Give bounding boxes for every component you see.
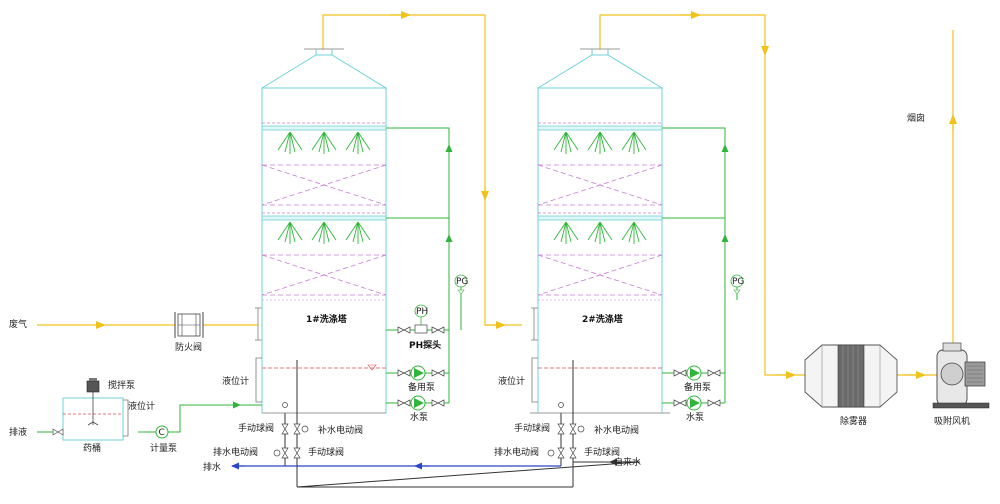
- valves-tower-2: [547, 402, 585, 459]
- label-drain-motor-valve-1: 排水电动阀: [213, 446, 258, 458]
- label-drain-water: 排水: [203, 461, 221, 473]
- label-water-pump-1: 水泵: [410, 411, 428, 423]
- circulation-lines-2: [662, 127, 738, 404]
- label-fan: 吸附风机: [934, 415, 970, 427]
- mixer-motor: [86, 378, 100, 393]
- label-level-gauge-tank: 液位计: [128, 400, 155, 412]
- label-makeup-motor-valve-1: 补水电动阀: [318, 424, 363, 436]
- metering-pump-c: C: [159, 428, 165, 438]
- label-tower-2: 2#洗涤塔: [582, 313, 624, 325]
- pg-tag-2: PG: [732, 277, 744, 287]
- pressure-gauge-1: [454, 274, 468, 300]
- ph-tag: PH: [416, 307, 428, 317]
- label-standby-pump-1: 备用泵: [408, 381, 435, 393]
- label-exhaust-gas: 废气: [9, 318, 27, 330]
- label-standby-pump-2: 备用泵: [684, 381, 711, 393]
- metering-pump: [155, 425, 169, 439]
- standby-pump-1: [410, 365, 426, 381]
- fire-damper: [174, 312, 204, 338]
- valves-tower-1: [273, 402, 309, 459]
- label-chimney: 烟囱: [907, 112, 925, 124]
- label-tower-1: 1#洗涤塔: [306, 313, 348, 325]
- label-tap-water: 自来水: [614, 456, 641, 468]
- level-gauge-tower-2: [531, 357, 538, 403]
- drain-makeup-piping: [284, 360, 641, 488]
- spray-nozzles-tower-1: [277, 131, 371, 244]
- label-makeup-motor-valve-2: 补水电动阀: [594, 424, 639, 436]
- label-metering-pump: 计量泵: [150, 442, 177, 454]
- water-pump-1: [410, 395, 426, 411]
- circulation-lines-1: [386, 127, 462, 404]
- label-level-gauge-tower-1: 液位计: [222, 375, 249, 387]
- label-water-pump-2: 水泵: [686, 411, 704, 423]
- label-manual-valve-2a: 手动球阀: [514, 422, 550, 434]
- scrubber-tower-1: [255, 48, 387, 414]
- chemical-tank: [62, 392, 129, 441]
- label-ph-probe: PH探头: [409, 339, 441, 351]
- label-mixing-pump: 搅拌泵: [108, 379, 135, 391]
- level-gauge-tower-1: [255, 357, 262, 403]
- spray-nozzles-tower-2: [553, 131, 647, 244]
- demister: [804, 344, 898, 408]
- standby-pump-2: [686, 365, 702, 381]
- label-demister: 除雾器: [840, 415, 867, 427]
- label-chemical-tank: 药桶: [83, 442, 101, 454]
- drain-liquid-line: [37, 428, 64, 436]
- suction-fan: [932, 342, 990, 409]
- label-level-gauge-tower-2: 液位计: [498, 375, 525, 387]
- water-pump-2: [686, 395, 702, 411]
- label-manual-valve-1a: 手动球阀: [238, 422, 274, 434]
- scrubber-tower-2: [530, 48, 670, 414]
- label-drain-liquid: 排液: [9, 426, 27, 438]
- pg-tag-1: PG: [456, 277, 468, 287]
- pressure-gauge-2: [730, 274, 744, 300]
- label-drain-motor-valve-2: 排水电动阀: [494, 446, 539, 458]
- label-manual-valve-1b: 手动球阀: [308, 446, 344, 458]
- gas-flow-lines: [37, 11, 957, 379]
- label-fire-damper: 防火阀: [175, 341, 202, 353]
- ph-probe: [414, 304, 428, 334]
- label-manual-valve-2b: 手动球阀: [584, 446, 620, 458]
- circulation-valves: [397, 326, 721, 407]
